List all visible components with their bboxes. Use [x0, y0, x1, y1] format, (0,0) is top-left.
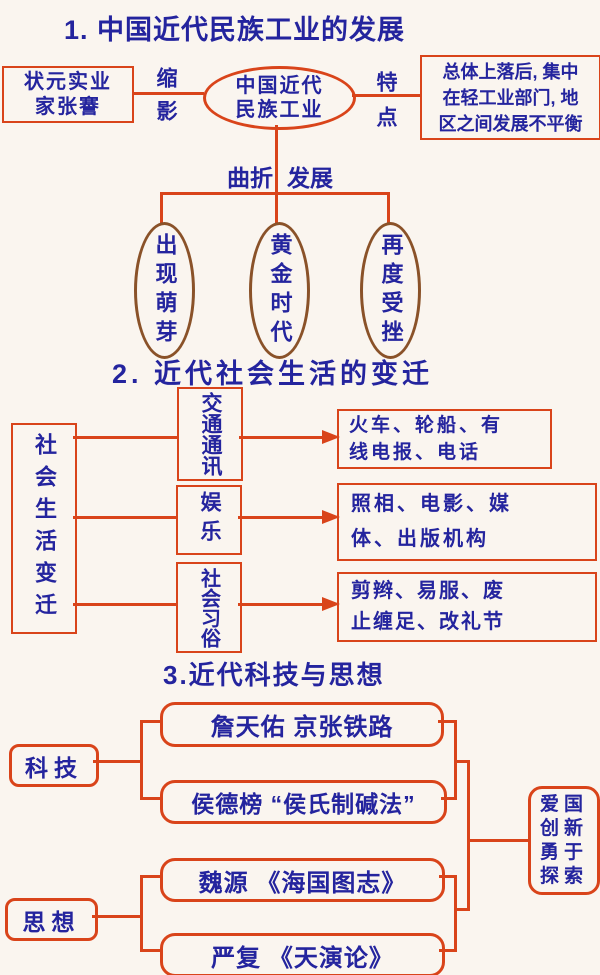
item-box-weiyuan: 魏源 《海国图志》 [160, 858, 445, 902]
detail-box-transport: 火车、轮船、有 线电报、电话 [337, 409, 552, 469]
item-houdebang-text: 侯德榜 “侯氏制碱法” [191, 791, 416, 817]
item-zhantianyou-text: 詹天佑 京张铁路 [210, 714, 394, 741]
arrow-line-transport [239, 436, 324, 439]
connector-sixiang [92, 915, 141, 918]
connector-spirit [467, 839, 528, 842]
stage-ellipse-shoucuo: 再度受挫 [360, 222, 421, 359]
center-ellipse-line2: 民族工业 [235, 99, 324, 121]
features-line2: 在轻工业部门, 地 [442, 87, 579, 108]
connector-ellipse-features [352, 94, 420, 97]
spirit-line4: 探索 [539, 865, 588, 887]
zhangjian-line2: 家张謇 [35, 95, 101, 118]
zhangjian-box: 状元实业 家张謇 [2, 66, 134, 123]
item-box-yanfu: 严复 《天演论》 [160, 933, 445, 975]
arrow-head-icon [322, 430, 340, 444]
stage-ellipse-huangjin: 黄金时代 [249, 222, 310, 359]
stage-ellipse-mengya-text: 出现萌芽 [152, 232, 178, 349]
connector-jog-top [454, 760, 470, 763]
bracket-keji-left-bottom-stub [140, 797, 160, 800]
detail-box-customs: 剪辫、易服、废 止缠足、改礼节 [337, 572, 597, 642]
connector-ellipse-down [275, 125, 278, 194]
outer-vertical-line [467, 760, 470, 911]
stage-ellipse-shoucuo-text: 再度受挫 [378, 232, 404, 349]
tedian-label: 特点 [374, 71, 397, 141]
bracket-sixiang-left-bottom-stub [140, 949, 160, 952]
sixiang-label: 思想 [22, 908, 81, 935]
category-customs-text: 社会习俗 [197, 567, 220, 648]
social-life-root-box: 社会生活变迁 [11, 423, 77, 634]
arrow-line-entertainment [238, 516, 324, 519]
detail-entertainment-line1: 照相、电影、媒 [351, 493, 512, 515]
bracket-sixiang-right-top-stub [439, 875, 457, 878]
detail-box-entertainment: 照相、电影、媒 体、出版机构 [337, 483, 597, 561]
sixiang-box: 思想 [5, 898, 98, 941]
connector-keji [93, 760, 141, 763]
features-line3: 区之间发展不平衡 [438, 113, 583, 134]
item-weiyuan-text: 魏源 《海国图志》 [198, 869, 407, 897]
fazhan-label: 发展 [287, 165, 333, 191]
arrow-head-icon [322, 510, 340, 524]
bracket-keji-left-top-stub [140, 720, 160, 723]
detail-entertainment-line2: 体、出版机构 [351, 528, 489, 550]
detail-customs-line1: 剪辫、易服、废 [351, 580, 505, 602]
branch-drop-line-1 [160, 192, 163, 223]
spirit-line2: 创新 [539, 817, 588, 839]
detail-customs-line2: 止缠足、改礼节 [351, 611, 505, 633]
category-box-customs: 社会习俗 [176, 562, 242, 653]
spirit-line1: 爱国 [539, 793, 588, 815]
quzhe-label: 曲折 [227, 165, 273, 191]
bracket-keji-right-top-stub [438, 720, 457, 723]
bracket-keji-right-bottom-stub [441, 797, 457, 800]
features-box: 总体上落后, 集中 在轻工业部门, 地 区之间发展不平衡 [420, 55, 600, 140]
connector-root-entertainment [73, 516, 176, 519]
keji-label: 科技 [25, 754, 83, 781]
spirit-line3: 勇于 [539, 841, 588, 863]
bracket-sixiang-left-top-stub [140, 875, 160, 878]
connector-jog-bottom [454, 908, 470, 911]
section2-title: 2. 近代社会生活的变迁 [112, 359, 434, 389]
bracket-keji-left-vertical [140, 720, 143, 800]
detail-transport-line1: 火车、轮船、有 [349, 415, 504, 436]
detail-transport-line2: 线电报、电话 [349, 442, 482, 463]
suoying-label: 缩影 [154, 67, 177, 133]
item-yanfu-text: 严复 《天演论》 [211, 944, 394, 972]
stage-ellipse-huangjin-text: 黄金时代 [267, 232, 293, 349]
center-ellipse: 中国近代 民族工业 [203, 66, 356, 130]
arrow-line-customs [238, 603, 324, 606]
spirit-box: 爱国 创新 勇于 探索 [528, 786, 600, 895]
category-box-transport: 交通通讯 [177, 387, 243, 481]
connector-root-transport [73, 436, 177, 439]
connector-zhangjian-ellipse [132, 92, 204, 95]
social-life-root-text: 社会生活变迁 [32, 432, 57, 625]
category-transport-text: 交通通讯 [199, 392, 222, 476]
arrow-head-icon [322, 597, 340, 611]
section1-title: 1. 中国近代民族工业的发展 [64, 15, 406, 45]
center-ellipse-line1: 中国近代 [235, 75, 324, 97]
branch-drop-line-3 [387, 192, 390, 223]
category-box-entertainment: 娱乐 [176, 485, 242, 555]
item-box-zhantianyou: 詹天佑 京张铁路 [160, 702, 444, 747]
bracket-sixiang-right-vertical [454, 875, 457, 952]
connector-root-customs [73, 603, 176, 606]
features-line1: 总体上落后, 集中 [442, 61, 579, 82]
category-entertainment-text: 娱乐 [198, 491, 221, 549]
item-box-houdebang: 侯德榜 “侯氏制碱法” [160, 780, 447, 824]
bracket-sixiang-left-vertical [140, 875, 143, 952]
stage-ellipse-mengya: 出现萌芽 [134, 222, 195, 359]
section3-title: 3.近代科技与思想 [163, 660, 385, 690]
keji-box: 科技 [9, 744, 99, 787]
branch-drop-line-2 [275, 192, 278, 223]
bracket-sixiang-right-bottom-stub [439, 949, 457, 952]
zhangjian-line1: 状元实业 [24, 70, 112, 93]
